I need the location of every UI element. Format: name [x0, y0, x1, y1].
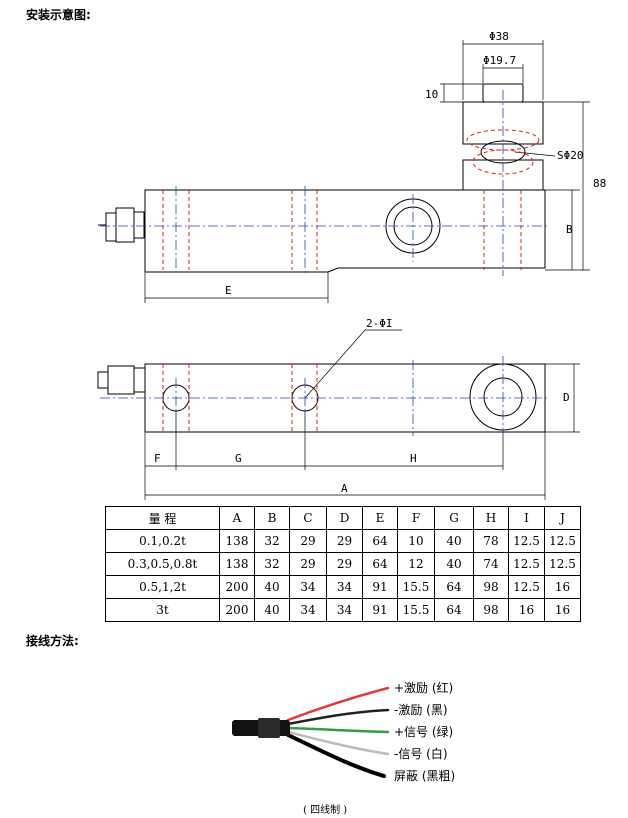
- connector-nut: [105, 212, 117, 242]
- table-cell: 29: [326, 529, 363, 553]
- table-header: J: [544, 506, 581, 530]
- table-cell: 64: [434, 598, 474, 622]
- table-cell: 40: [434, 529, 474, 553]
- table-cell: 10: [397, 529, 435, 553]
- beam-side-outline: [144, 189, 546, 273]
- table-cell: 32: [254, 529, 290, 553]
- wire-green: [286, 726, 390, 734]
- table-cell: 16: [544, 575, 581, 599]
- connector-top-nut: [97, 371, 109, 389]
- table-cell: 98: [473, 598, 509, 622]
- table-cell: 74: [473, 552, 509, 576]
- dim-e: E: [225, 284, 232, 297]
- wire-bundle: [286, 686, 390, 778]
- table-header: G: [434, 506, 474, 530]
- dim-hole: 2-ΦI: [366, 317, 393, 330]
- table-row: 0.5,1,2t 200 40 34 34 91 15.5 64 98 12.5…: [105, 575, 581, 599]
- dim-phi19-7: Φ19.7: [483, 54, 516, 67]
- dim-g: G: [235, 452, 242, 465]
- table-cell: 34: [326, 575, 363, 599]
- table-cell: 12.5: [544, 552, 581, 576]
- table-header-row: 量 程 A B C D E F G H I J: [105, 506, 581, 530]
- wire-label-shield: 屏蔽 (黑粗): [394, 769, 456, 783]
- table-cell: 138: [219, 529, 255, 553]
- table-header: C: [289, 506, 327, 530]
- table-cell: 138: [219, 552, 255, 576]
- table-cell: 40: [254, 575, 290, 599]
- table-cell: 32: [254, 552, 290, 576]
- wire-white: [286, 730, 390, 756]
- dim-10: 10: [425, 88, 438, 101]
- table-cell: 200: [219, 575, 255, 599]
- connector-base: [133, 211, 145, 239]
- table-cell: 3t: [105, 598, 220, 622]
- table-cell: 16: [544, 598, 581, 622]
- dim-phi38: Φ38: [489, 30, 509, 43]
- table-header: A: [219, 506, 255, 530]
- connector-top-body: [107, 365, 135, 395]
- connector-top-base: [133, 367, 146, 393]
- wire-label-exc-pos: +激励 (红): [394, 681, 454, 695]
- wiring-caption: ( 四线制 ): [303, 805, 348, 816]
- table-cell: 98: [473, 575, 509, 599]
- table-cell: 34: [289, 575, 327, 599]
- table-cell: 78: [473, 529, 509, 553]
- dim-a: A: [341, 482, 348, 495]
- table-cell: 0.1,0.2t: [105, 529, 220, 553]
- install-heading: 安装示意图:: [26, 8, 91, 22]
- table-cell: 200: [219, 598, 255, 622]
- top-button: [482, 83, 524, 103]
- table-cell: 15.5: [397, 575, 435, 599]
- table-cell: 12.5: [508, 575, 545, 599]
- table-cell: 40: [254, 598, 290, 622]
- wire-label-sig-neg: -信号 (白): [394, 747, 448, 761]
- dim-h: H: [410, 452, 417, 465]
- wire-red: [286, 686, 390, 722]
- table-cell: 91: [362, 598, 398, 622]
- table-cell: 91: [362, 575, 398, 599]
- table-cell: 29: [289, 529, 327, 553]
- wire-label-sig-pos: +信号 (绿): [394, 725, 454, 739]
- table-cell: 12.5: [508, 529, 545, 553]
- table-header: H: [473, 506, 509, 530]
- table-cell: 12.5: [508, 552, 545, 576]
- table-row: 0.3,0.5,0.8t 138 32 29 29 64 12 40 74 12…: [105, 552, 581, 576]
- wiring-heading: 接线方法:: [26, 634, 79, 648]
- dim-f: F: [154, 452, 161, 465]
- table-cell: 34: [326, 598, 363, 622]
- table-cell: 29: [326, 552, 363, 576]
- dim-b: B: [566, 223, 573, 236]
- dim-d: D: [563, 391, 570, 404]
- spec-table: 量 程 A B C D E F G H I J 0.1,0.2t 138 32 …: [105, 506, 581, 622]
- table-cell: 16: [508, 598, 545, 622]
- table-cell: 29: [289, 552, 327, 576]
- table-header: E: [362, 506, 398, 530]
- table-cell: 12.5: [544, 529, 581, 553]
- table-cell: 40: [434, 552, 474, 576]
- table-cell: 15.5: [397, 598, 435, 622]
- table-cell: 12: [397, 552, 435, 576]
- table-cell: 0.5,1,2t: [105, 575, 220, 599]
- wire-shield: [286, 733, 386, 778]
- table-header: I: [508, 506, 545, 530]
- table-row: 0.1,0.2t 138 32 29 29 64 10 40 78 12.5 1…: [105, 529, 581, 553]
- table-header: F: [397, 506, 435, 530]
- table-row: 3t 200 40 34 34 91 15.5 64 98 16 16: [105, 598, 581, 622]
- dim-sphi20: SΦ20: [557, 149, 584, 162]
- connector-body: [115, 207, 135, 243]
- cable-shrink: [258, 718, 280, 738]
- table-header: D: [326, 506, 363, 530]
- table-cell: 64: [362, 529, 398, 553]
- table-cell: 64: [434, 575, 474, 599]
- table-header: 量 程: [105, 506, 220, 530]
- dim-88: 88: [593, 177, 606, 190]
- table-header: B: [254, 506, 290, 530]
- table-cell: 64: [362, 552, 398, 576]
- table-cell: 34: [289, 598, 327, 622]
- table-cell: 0.3,0.5,0.8t: [105, 552, 220, 576]
- wire-black: [286, 708, 390, 726]
- wire-label-exc-neg: -激励 (黑): [394, 703, 448, 717]
